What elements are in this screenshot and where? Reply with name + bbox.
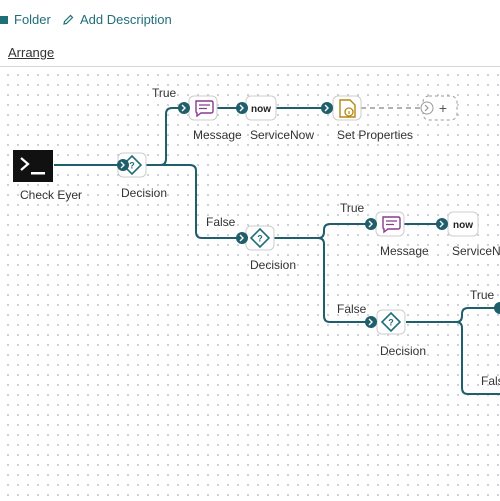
connector-decision1-true (146, 107, 184, 166)
decision-diamond-icon (249, 227, 271, 249)
folder-icon (0, 15, 8, 24)
connector-decision3-false (406, 321, 500, 395)
add-description-label: Add Description (80, 12, 172, 27)
question-glyph: ? (388, 318, 394, 328)
servicenow-2-label: ServiceN (452, 244, 500, 258)
decision-1-input-port (117, 159, 129, 171)
message-1-node[interactable] (178, 95, 218, 121)
branch-false-label: False (337, 302, 367, 316)
decision-3-label: Decision (380, 344, 427, 358)
decision-2-input-port (236, 232, 248, 244)
servicenow-1-input-port (236, 102, 248, 114)
arrange-bar: Arrange (0, 40, 500, 67)
servicenow-1-node[interactable]: now (236, 95, 277, 121)
servicenow-1-label: ServiceNow (250, 128, 315, 142)
branch-true-label: True (152, 86, 177, 100)
decision-1-label: Decision (121, 186, 168, 200)
decision-2-node[interactable]: ? (236, 225, 275, 251)
decision-3-input-port (365, 316, 377, 328)
terminal-cursor-glyph (31, 172, 45, 175)
question-glyph: ? (257, 234, 263, 244)
question-glyph: ? (129, 161, 135, 171)
add-node-button[interactable]: + (420, 95, 458, 121)
connector-decision1-false (146, 164, 242, 239)
message-1-input-port (178, 102, 190, 114)
add-description-button[interactable]: Add Description (62, 12, 172, 27)
folder-button[interactable]: Folder (0, 12, 51, 27)
message-icon (195, 100, 214, 118)
folder-label: Folder (14, 12, 51, 27)
servicenow-logo-icon: now (453, 220, 473, 231)
servicenow-2-input-port (436, 218, 448, 230)
branch-false-label: False (206, 215, 236, 229)
servicenow-2-node[interactable]: now (436, 211, 479, 237)
connectors (54, 107, 500, 395)
connector-decision3-true (406, 307, 500, 323)
document-icon (339, 99, 356, 118)
connector-decision2-false (274, 237, 370, 323)
arrange-button[interactable]: Arrange (8, 45, 55, 60)
set-properties-input-port (321, 102, 333, 114)
workflow-diagram: ? now (13, 95, 500, 395)
branch-false-label: Fals (481, 374, 500, 388)
decision-1-node[interactable]: ? (117, 152, 147, 178)
set-properties-label: Set Properties (337, 128, 414, 142)
message-2-input-port (365, 218, 377, 230)
plus-icon: + (439, 100, 447, 116)
decision-2-label: Decision (250, 258, 297, 272)
message-icon (382, 216, 401, 234)
decision-diamond-icon (380, 311, 402, 333)
check-eyer-node[interactable] (13, 150, 53, 182)
connector-decision2-true (274, 223, 370, 239)
offscreen-node-port[interactable] (494, 302, 500, 314)
workflow-canvas[interactable]: ? now (0, 67, 500, 501)
message-1-label: Message (193, 128, 242, 142)
decision-3-node[interactable]: ? (365, 309, 406, 335)
toolbar: Folder Add Description (0, 0, 500, 40)
terminal-prompt-glyph (20, 157, 30, 171)
add-node-port (420, 101, 434, 115)
check-eyer-label: Check Eyer (20, 188, 83, 202)
pencil-icon (62, 14, 74, 26)
message-2-label: Message (380, 244, 429, 258)
terminal-icon (13, 150, 53, 182)
servicenow-logo-icon: now (251, 104, 271, 115)
branch-true-label: True (470, 288, 495, 302)
branch-true-label: True (340, 201, 365, 215)
set-properties-node[interactable] (321, 95, 362, 121)
message-2-node[interactable] (365, 211, 405, 237)
